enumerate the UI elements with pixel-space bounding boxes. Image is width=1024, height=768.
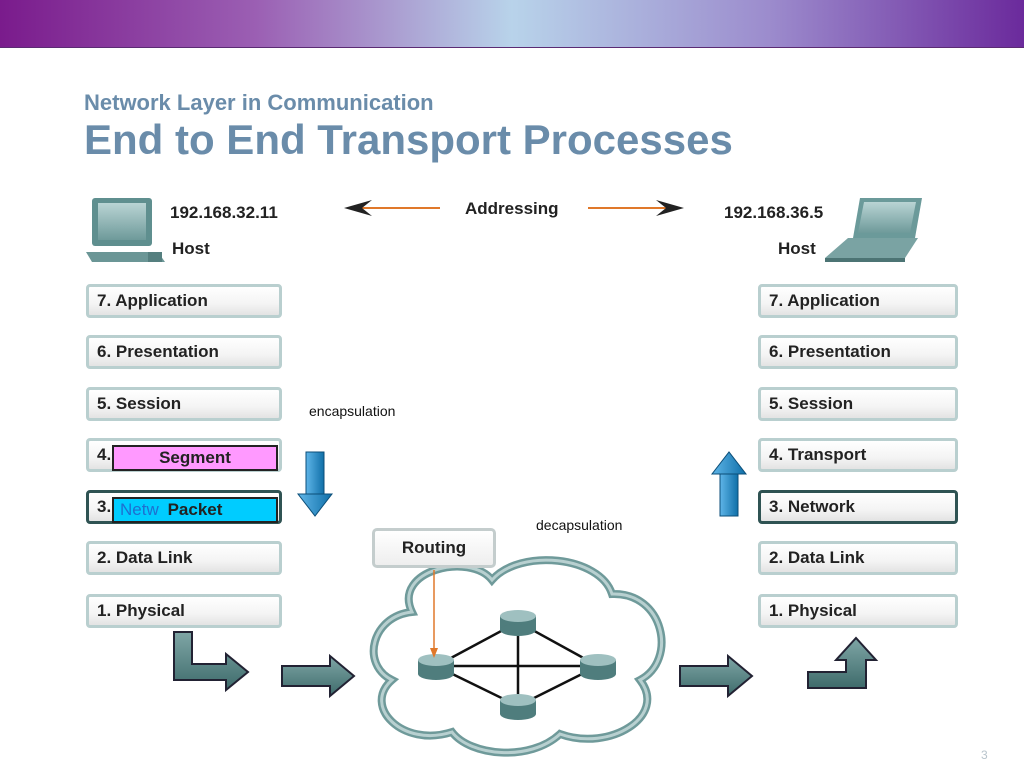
- flow-arrow-up-icon: [807, 636, 879, 689]
- right-layer-presentation: 6. Presentation: [758, 335, 958, 369]
- routing-label-box: Routing: [372, 528, 496, 568]
- left-ip-address: 192.168.32.11: [170, 203, 278, 222]
- router-icon: [500, 694, 536, 720]
- flow-arrow-down-right-icon: [173, 631, 250, 693]
- left-layer-data-link: 2. Data Link: [86, 541, 282, 575]
- network-ghost-text: Netw: [120, 500, 159, 519]
- right-layer-session: 5. Session: [758, 387, 958, 421]
- right-layer-data-link: 2. Data Link: [758, 541, 958, 575]
- router-icon: [580, 654, 616, 680]
- router-icon: [500, 610, 536, 636]
- decapsulation-up-arrow-icon: [710, 451, 748, 517]
- flow-arrow-right-icon: [281, 653, 356, 699]
- title-bar-gradient: [0, 0, 1024, 48]
- addressing-label: Addressing: [465, 199, 559, 218]
- segment-pdu: Segment: [112, 445, 278, 471]
- right-ip-address: 192.168.36.5: [724, 203, 824, 222]
- slide-subtitle: Network Layer in Communication: [84, 90, 434, 115]
- router-icon: [418, 654, 454, 680]
- right-layer-physical: 1. Physical: [758, 594, 958, 628]
- encapsulation-label: encapsulation: [309, 403, 396, 419]
- right-host-label: Host: [778, 239, 816, 258]
- packet-label: Packet: [167, 500, 223, 519]
- left-layer-physical: 1. Physical: [86, 594, 282, 628]
- flow-arrow-right-icon: [679, 653, 754, 699]
- right-layer-network: 3. Network: [758, 490, 958, 524]
- left-layer-application: 7. Application: [86, 284, 282, 318]
- packet-pdu: Netw Packet: [112, 497, 278, 523]
- laptop-icon: [825, 198, 922, 262]
- page-number: 3: [981, 748, 988, 762]
- right-layer-application: 7. Application: [758, 284, 958, 318]
- decapsulation-label: decapsulation: [536, 517, 623, 533]
- left-layer-session: 5. Session: [86, 387, 282, 421]
- encapsulation-down-arrow-icon: [296, 451, 334, 517]
- desktop-computer-icon: [86, 198, 165, 262]
- right-layer-transport: 4. Transport: [758, 438, 958, 472]
- left-host-label: Host: [172, 239, 210, 258]
- left-layer-presentation: 6. Presentation: [86, 335, 282, 369]
- slide-title: End to End Transport Processes: [84, 116, 733, 163]
